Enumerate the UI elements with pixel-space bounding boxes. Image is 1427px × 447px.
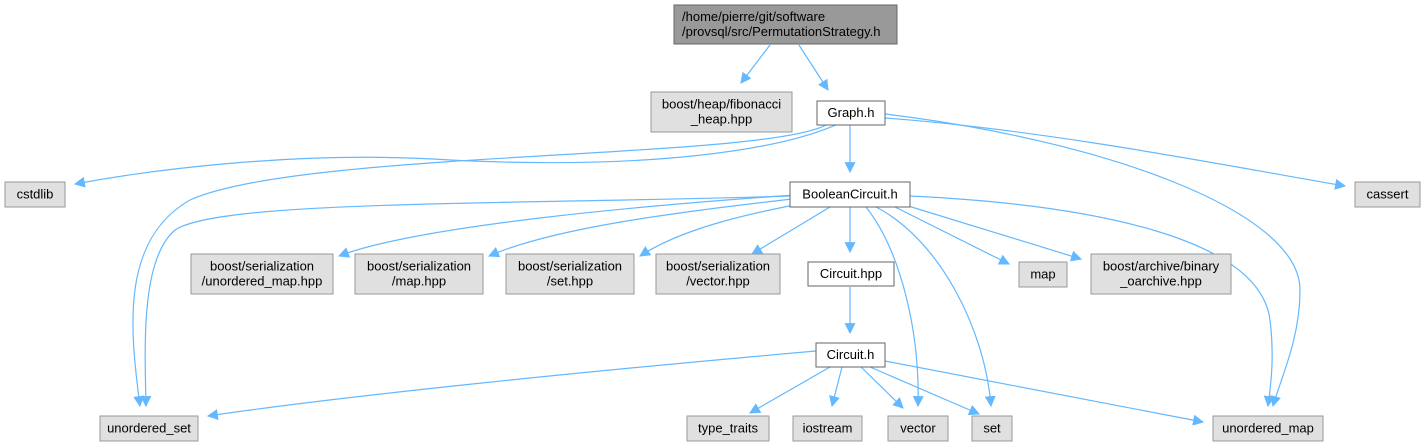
node-label: BooleanCircuit.h <box>802 187 897 202</box>
node-box <box>815 342 886 368</box>
node-ser_vec: boost/serialization/vector.hpp <box>655 253 781 295</box>
node-box <box>1018 261 1068 288</box>
node-box <box>887 415 949 442</box>
node-box <box>792 415 863 442</box>
node-label: Graph.h <box>828 105 875 120</box>
node-ser_map: boost/serialization/map.hpp <box>354 253 484 295</box>
node-fib: boost/heap/fibonacci_heap.hpp <box>650 91 793 133</box>
edge-bool-to-ser_umap <box>337 194 796 258</box>
node-box <box>1090 253 1232 295</box>
node-typetraits: type_traits <box>686 415 770 442</box>
node-label: unordered_set <box>107 421 191 436</box>
node-label: /home/pierre/git/software <box>682 9 825 24</box>
node-label: cassert <box>1367 187 1409 202</box>
edge-root-to-graph <box>798 44 829 91</box>
node-label: boost/serialization <box>666 259 770 274</box>
node-cassert: cassert <box>1354 181 1421 208</box>
node-box <box>1212 415 1324 442</box>
edge-circh-to-uset <box>206 350 817 420</box>
node-binarc: boost/archive/binary_oarchive.hpp <box>1090 253 1232 295</box>
node-label: Circuit.hpp <box>820 266 882 281</box>
node-box <box>816 100 886 126</box>
node-box <box>807 261 895 287</box>
node-circhpp[interactable]: Circuit.hpp <box>807 261 895 287</box>
node-box <box>1354 181 1421 208</box>
node-label: boost/serialization <box>210 259 314 274</box>
edge-bool-to-ser_map <box>487 197 801 258</box>
node-label: Circuit.h <box>827 347 875 362</box>
edge-graph-to-cstdlib <box>73 123 839 188</box>
node-box <box>686 415 770 442</box>
node-ser_umap: boost/serialization/unordered_map.hpp <box>190 253 334 295</box>
node-label: vector <box>900 421 936 436</box>
node-box <box>190 253 334 295</box>
node-label: boost/archive/binary <box>1103 259 1220 274</box>
node-box <box>354 253 484 295</box>
node-label: iostream <box>803 421 853 436</box>
node-label: /set.hpp <box>547 274 593 289</box>
edge-graph-to-umap <box>884 113 1301 408</box>
node-box <box>650 91 793 133</box>
node-box <box>505 253 635 295</box>
node-label: _oarchive.hpp <box>1119 274 1202 289</box>
edge-bool-to-vector <box>865 206 924 408</box>
edge-circh-to-umap <box>884 360 1205 426</box>
node-label: /unordered_map.hpp <box>202 274 323 289</box>
edge-bool-to-ser_vec <box>751 206 831 255</box>
edge-bool-to-binarc <box>904 204 1083 262</box>
edges-layer <box>73 44 1347 426</box>
node-label: boost/serialization <box>367 259 471 274</box>
edge-bool-to-umap <box>909 195 1275 408</box>
node-label: _heap.hpp <box>690 112 752 127</box>
node-map: map <box>1018 261 1068 288</box>
node-label: type_traits <box>698 421 758 436</box>
node-box <box>789 181 911 208</box>
node-bool[interactable]: BooleanCircuit.h <box>789 181 911 208</box>
nodes-layer: /home/pierre/git/software/provsql/src/Pe… <box>4 4 1421 442</box>
node-label: boost/serialization <box>518 259 622 274</box>
node-box <box>4 181 66 208</box>
edge-graph-to-cassert <box>884 117 1347 190</box>
node-circh[interactable]: Circuit.h <box>815 342 886 368</box>
node-graph[interactable]: Graph.h <box>816 100 886 126</box>
node-ser_set: boost/serialization/set.hpp <box>505 253 635 295</box>
edge-circh-to-vector <box>860 366 904 409</box>
node-label: /map.hpp <box>392 274 446 289</box>
node-set: set <box>971 415 1013 442</box>
node-iostream: iostream <box>792 415 863 442</box>
node-root[interactable]: /home/pierre/git/software/provsql/src/Pe… <box>673 4 898 45</box>
edge-bool-to-uset <box>140 195 791 408</box>
node-box <box>655 253 781 295</box>
node-box <box>673 4 898 45</box>
node-vector: vector <box>887 415 949 442</box>
edge-circh-to-set <box>869 366 981 416</box>
edge-circh-to-iostream <box>829 366 843 408</box>
node-label: map <box>1030 267 1055 282</box>
edge-bool-to-set <box>875 206 996 408</box>
edge-bool-to-map <box>894 206 1010 265</box>
node-umap: unordered_map <box>1212 415 1324 442</box>
edge-root-to-fib <box>740 44 771 84</box>
node-cstdlib: cstdlib <box>4 181 66 208</box>
node-label: /vector.hpp <box>686 274 750 289</box>
node-label: set <box>983 421 1001 436</box>
node-label: boost/heap/fibonacci <box>662 97 781 112</box>
node-uset: unordered_set <box>99 415 199 442</box>
edge-bool-to-ser_set <box>639 201 811 257</box>
edge-graph-to-uset <box>132 124 827 408</box>
node-label: /provsql/src/PermutationStrategy.h <box>682 24 880 39</box>
node-box <box>99 415 199 442</box>
node-box <box>971 415 1013 442</box>
node-label: cstdlib <box>17 187 54 202</box>
edge-circh-to-typetraits <box>749 366 831 414</box>
node-label: unordered_map <box>1222 421 1314 436</box>
